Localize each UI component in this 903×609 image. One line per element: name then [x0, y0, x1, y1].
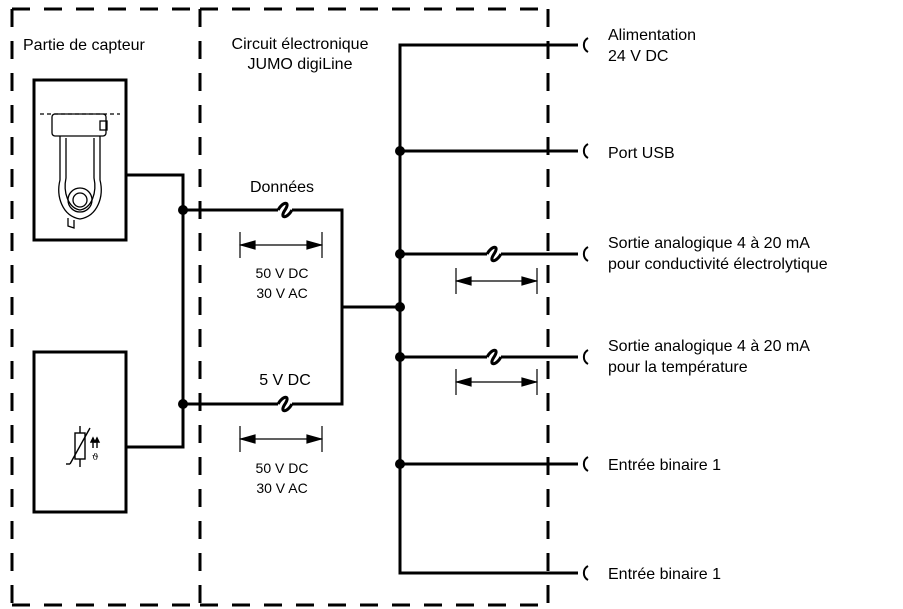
- supply-line-rating-2: 30 V AC: [256, 480, 307, 496]
- junction-dot: [178, 399, 188, 409]
- terminal-label-analog-1b: pour conductivité électrolytique: [608, 256, 828, 273]
- thermistor-icon: ϑ: [66, 426, 101, 467]
- sensor-part-label: Partie de capteur: [23, 37, 146, 54]
- supply-line-rating-1: 50 V DC: [256, 460, 309, 476]
- circuit-boundary: [200, 7, 550, 607]
- terminal-socket-binary-2: [582, 565, 589, 581]
- conductivity-cell-icon: [40, 113, 120, 229]
- terminal-label-usb: Port USB: [608, 145, 675, 162]
- circuit-label-line1: Circuit électronique: [232, 36, 369, 53]
- data-line-rating-2: 30 V AC: [256, 285, 307, 301]
- data-line-rating-1: 50 V DC: [256, 265, 309, 281]
- terminal-socket-usb: [582, 143, 589, 159]
- circuit-label-line2: JUMO digiLine: [248, 56, 353, 73]
- isolation-arrow: [238, 426, 324, 452]
- terminal-label-analog-2b: pour la température: [608, 359, 748, 376]
- data-line-label: Données: [250, 179, 314, 196]
- junction-dot: [178, 205, 188, 215]
- terminal-label-analog-1a: Sortie analogique 4 à 20 mA: [608, 235, 810, 252]
- junction-dot: [395, 302, 405, 312]
- conductivity-sensor-box: [32, 78, 128, 242]
- terminal-socket-analog-1: [582, 246, 589, 262]
- supply-line-label: 5 V DC: [259, 372, 311, 389]
- isolation-arrow: [454, 369, 539, 395]
- sensor-wires: [126, 173, 278, 449]
- temperature-sensor-box: ϑ: [32, 350, 128, 514]
- isolation-arrow: [238, 232, 324, 258]
- branch-analog-conductivity: [400, 245, 578, 294]
- svg-text:ϑ: ϑ: [92, 453, 99, 463]
- branch-analog-temperature: [400, 348, 578, 395]
- terminal-label-power-2: 24 V DC: [608, 48, 668, 65]
- terminal-socket-binary-1: [582, 456, 589, 472]
- sensor-part-boundary: [10, 7, 200, 607]
- supply-line: 5 V DC 50 V DC 30 V AC: [238, 307, 344, 496]
- terminal-socket-analog-2: [582, 349, 589, 365]
- terminal-label-binary-2: Entrée binaire 1: [608, 566, 721, 583]
- data-line: Données 50 V DC 30 V AC: [238, 179, 400, 309]
- terminal-sockets: [582, 37, 589, 581]
- terminal-labels: Alimentation 24 V DC Port USB Sortie ana…: [608, 27, 828, 583]
- terminal-label-binary-1: Entrée binaire 1: [608, 457, 721, 474]
- main-bus: [395, 43, 578, 575]
- terminal-label-analog-2a: Sortie analogique 4 à 20 mA: [608, 338, 810, 355]
- terminal-label-power-1: Alimentation: [608, 27, 696, 44]
- terminal-socket-power: [582, 37, 589, 53]
- isolation-arrow: [454, 268, 539, 294]
